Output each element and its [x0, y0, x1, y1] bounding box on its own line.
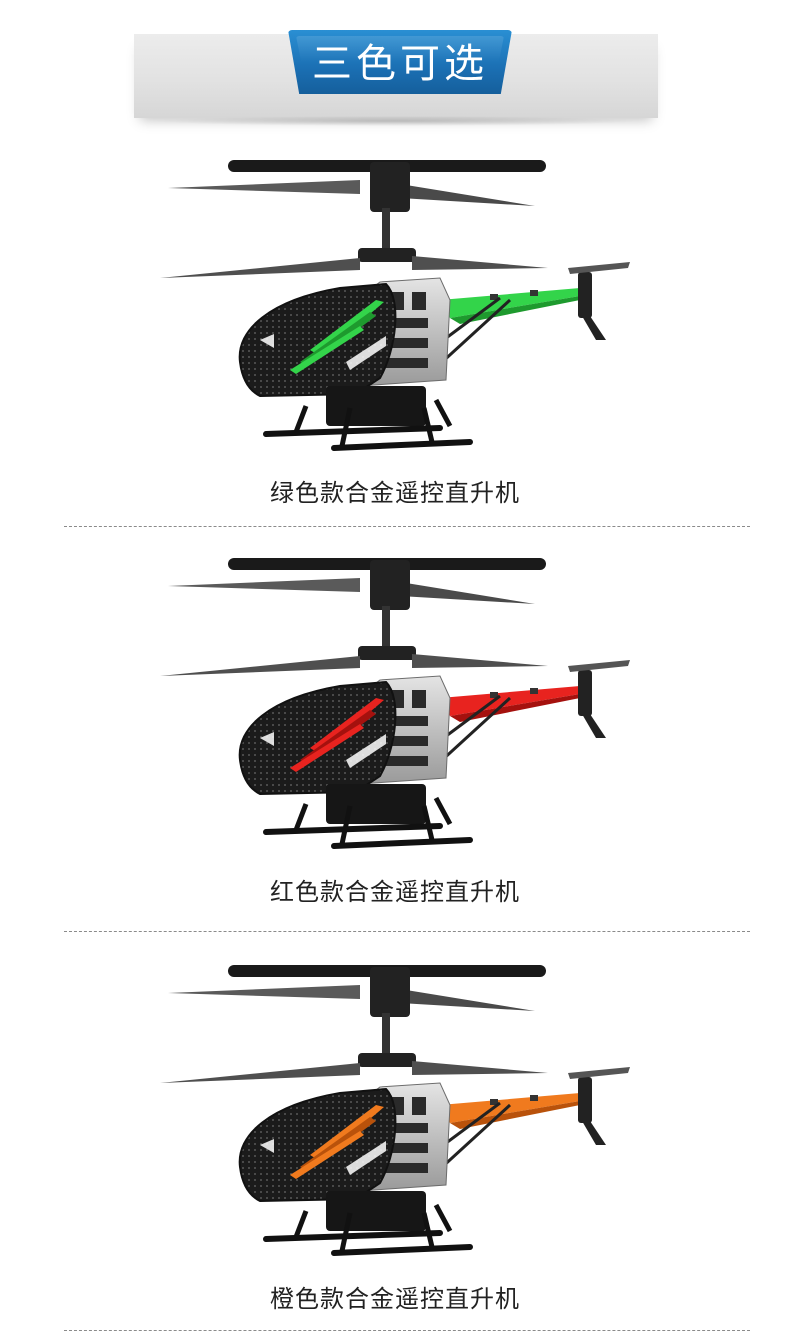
banner-title: 三色可选 [312, 41, 488, 87]
banner-tab [288, 30, 512, 94]
product-label-green: 绿色款合金遥控直升机 [270, 479, 520, 507]
orange-helicopter-image [160, 965, 630, 1256]
divider [64, 1330, 750, 1331]
red-helicopter-image [160, 558, 630, 849]
green-helicopter-image [160, 160, 630, 451]
product-label-orange: 橙色款合金遥控直升机 [270, 1285, 520, 1313]
divider [64, 931, 750, 932]
banner-shadow [150, 116, 640, 126]
divider [64, 526, 750, 527]
product-label-red: 红色款合金遥控直升机 [270, 878, 520, 906]
